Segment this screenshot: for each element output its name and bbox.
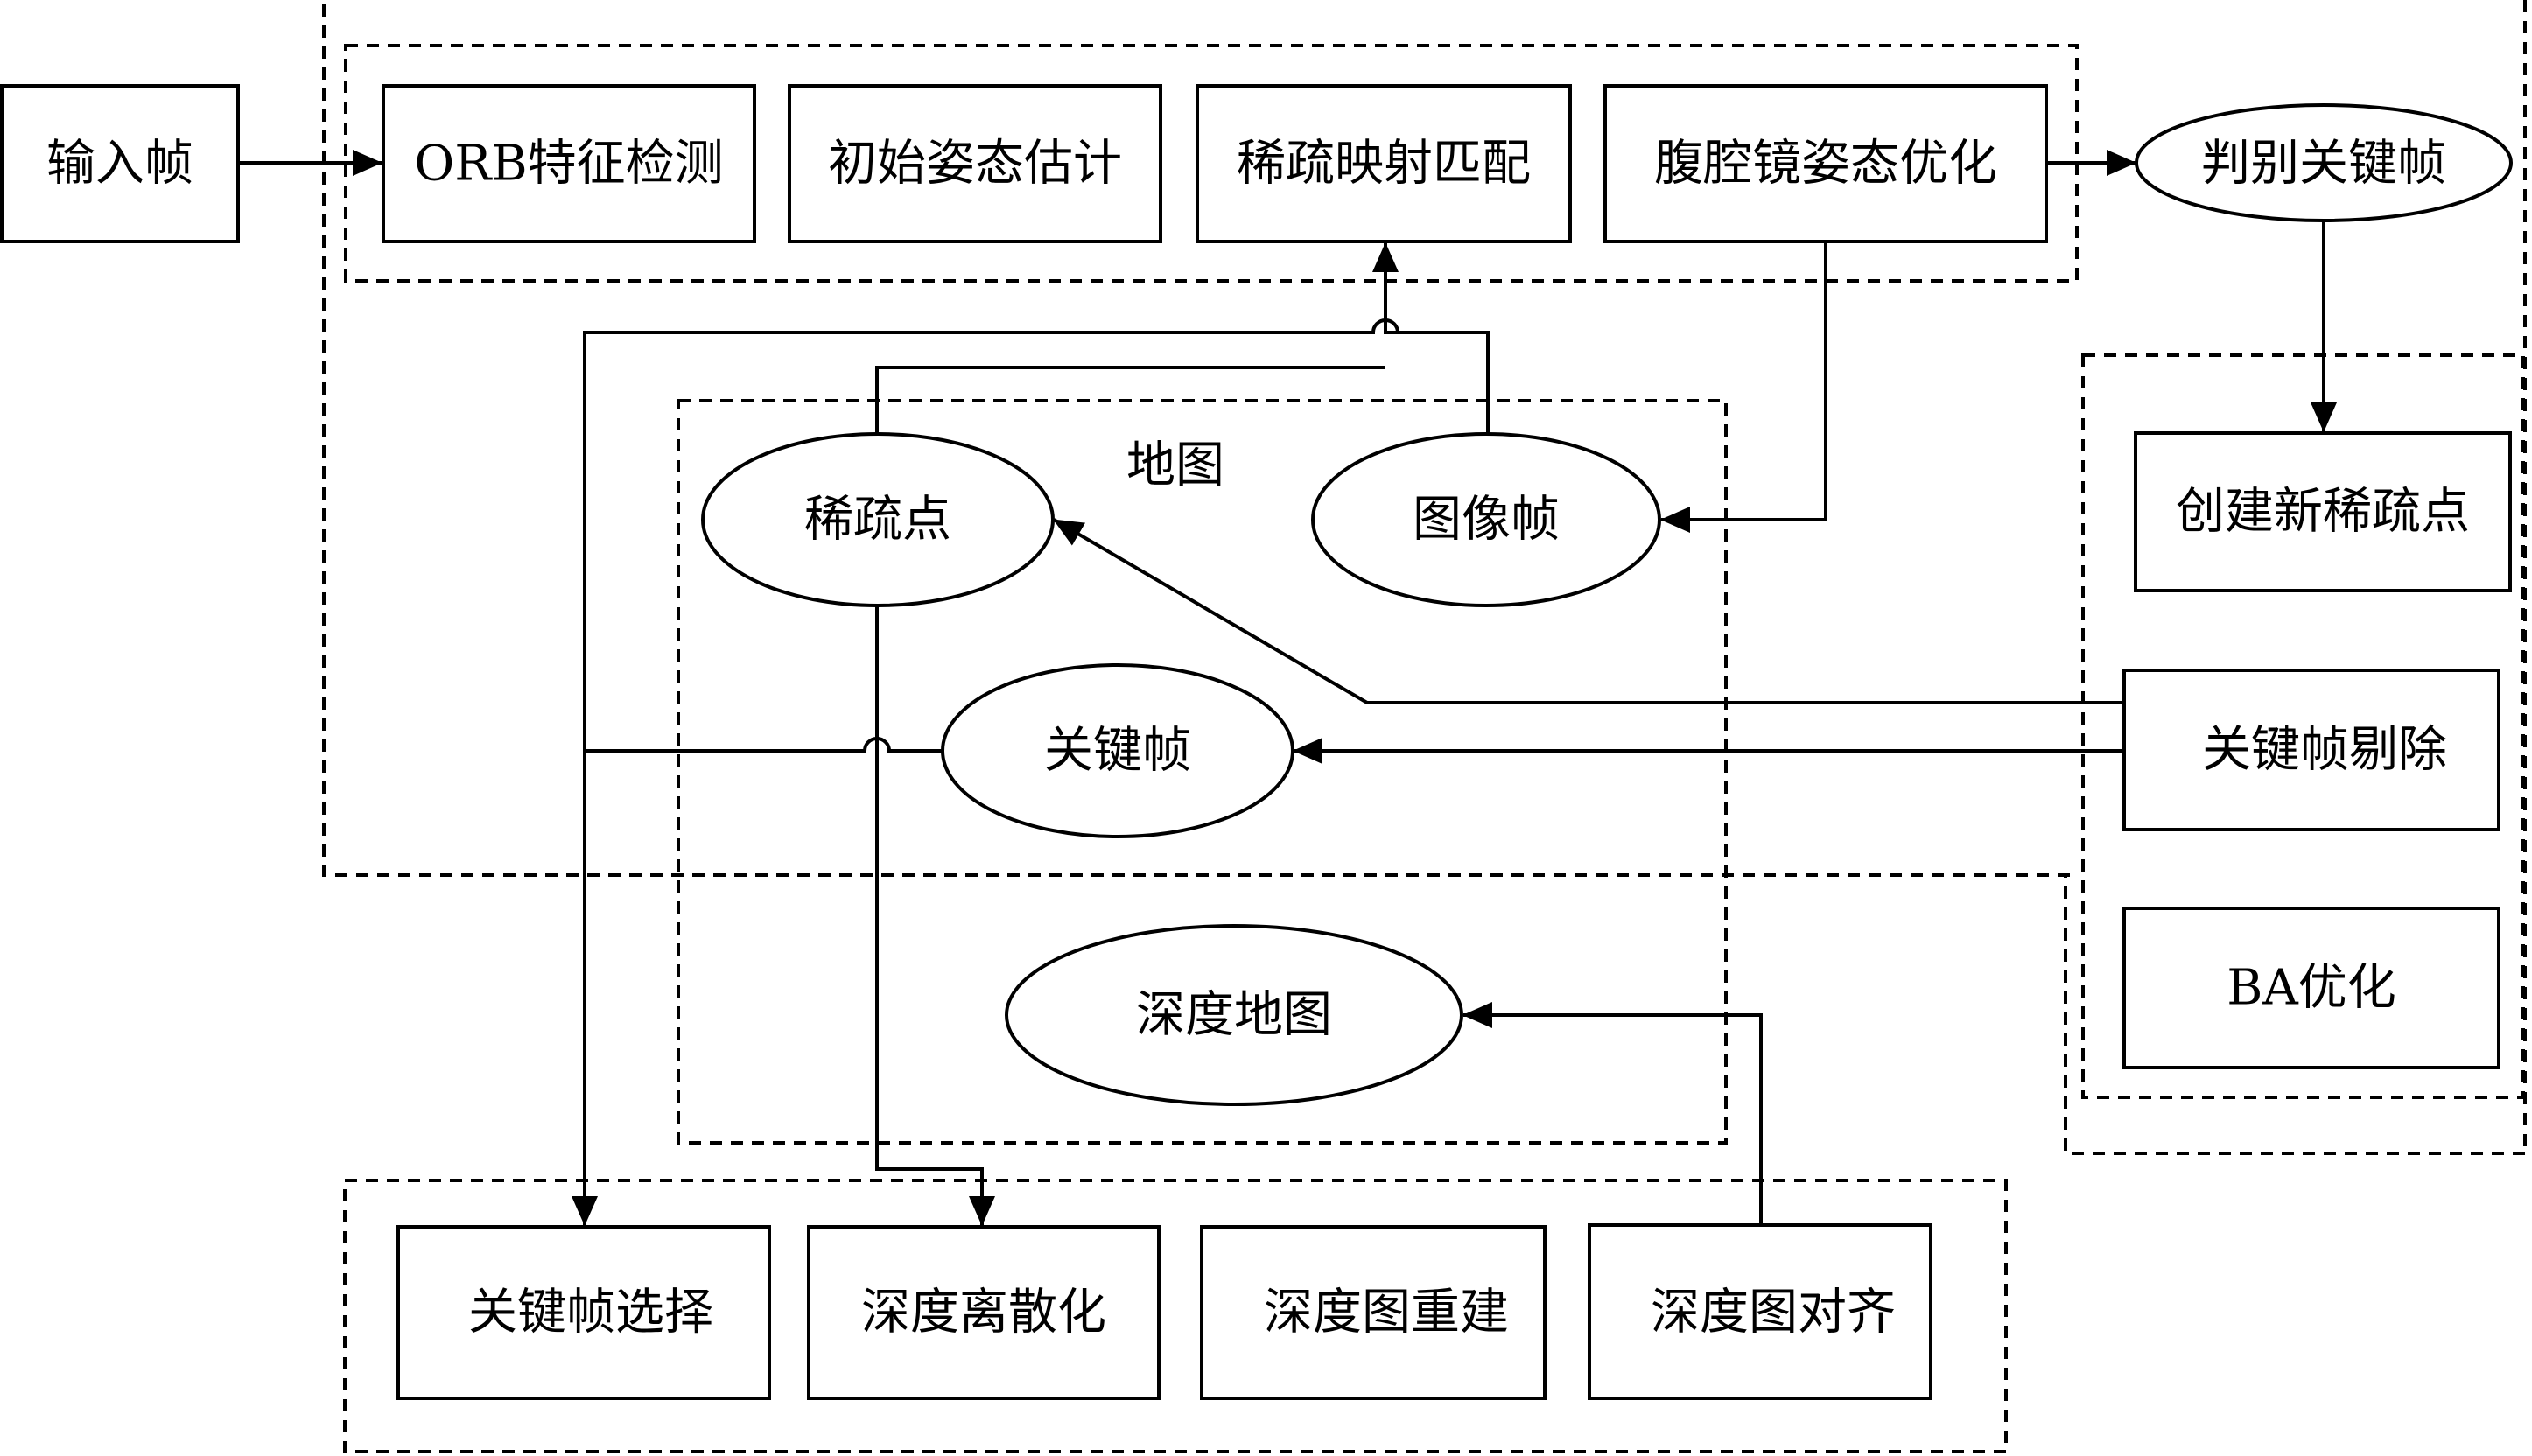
- node-image-frame-label: 图像帧: [1413, 492, 1560, 549]
- arrow-keyframe-to-selection: [572, 737, 943, 1226]
- node-laparoscope-pose-opt[interactable]: 腹腔镜姿态优化: [1603, 84, 2048, 243]
- tracking-outer-group: [322, 0, 2070, 877]
- node-ba-optimization[interactable]: BA优化: [2122, 906, 2500, 1069]
- node-depth-map-label: 深度地图: [1136, 987, 1332, 1044]
- map-group: [677, 399, 1728, 1144]
- keyframe-module-outer: [2064, 875, 2525, 1155]
- node-input-frame[interactable]: 输入帧: [0, 84, 240, 243]
- node-depth-discretization[interactable]: 深度离散化: [807, 1225, 1161, 1400]
- node-initial-pose[interactable]: 初始姿态估计: [788, 84, 1162, 243]
- node-orb-detection-label: ORB特征检测: [414, 136, 723, 192]
- arrow-alignment-to-depthmap: [1462, 1002, 1763, 1223]
- process-nodes: 输入帧 ORB特征检测 初始姿态估计 稀疏映射匹配 腹腔镜姿态优化 创建新稀疏点…: [0, 84, 2512, 1400]
- node-keyframe-label: 关键帧: [1044, 723, 1191, 780]
- dashed-groups: [322, 0, 2527, 1453]
- map-group-label: 地图: [1126, 438, 1224, 494]
- line-sparse-points-to-matching: [875, 366, 1385, 434]
- node-keyframe-decision-label: 判别关键帧: [2201, 136, 2446, 192]
- node-keyframe[interactable]: 关键帧: [941, 663, 1294, 838]
- node-initial-pose-label: 初始姿态估计: [828, 136, 1122, 192]
- node-keyframe-culling-label: 关键帧剔除: [2202, 722, 2447, 779]
- node-sparse-points-label: 稀疏点: [804, 492, 951, 549]
- arrow-image-frame-to-matching: [1372, 242, 1490, 434]
- arrow-culling-to-sparse: [1052, 518, 2122, 704]
- node-keyframe-decision[interactable]: 判别关键帧: [2135, 103, 2513, 222]
- node-sparse-matching[interactable]: 稀疏映射匹配: [1196, 84, 1572, 243]
- node-ba-optimization-label: BA优化: [2227, 960, 2396, 1017]
- node-keyframe-selection[interactable]: 关键帧选择: [396, 1225, 771, 1400]
- node-sparse-points[interactable]: 稀疏点: [701, 432, 1055, 607]
- node-sparse-matching-label: 稀疏映射匹配: [1237, 136, 1531, 192]
- node-depth-alignment[interactable]: 深度图对齐: [1588, 1223, 1932, 1400]
- node-create-sparse-points[interactable]: 创建新稀疏点: [2134, 431, 2512, 592]
- node-input-frame-label: 输入帧: [46, 136, 193, 192]
- node-depth-alignment-label: 深度图对齐: [1651, 1284, 1896, 1341]
- line-selection-top-branch: [583, 318, 1488, 751]
- arrow-pose-to-image-frame: [1660, 243, 1827, 533]
- data-nodes: 判别关键帧 稀疏点 图像帧 关键帧 深度地图: [701, 103, 2513, 1106]
- arrow-sparse-to-discretization: [875, 606, 995, 1226]
- node-depth-reconstruction-label: 深度图重建: [1264, 1284, 1509, 1341]
- node-laparoscope-pose-opt-label: 腹腔镜姿态优化: [1654, 136, 1997, 192]
- keyframe-module-group: [2081, 354, 2525, 1099]
- node-create-sparse-points-label: 创建新稀疏点: [2176, 484, 2470, 541]
- node-depth-discretization-label: 深度离散化: [861, 1284, 1106, 1341]
- depth-group: [343, 1179, 2008, 1453]
- node-keyframe-selection-label: 关键帧选择: [468, 1284, 713, 1341]
- connections: [238, 150, 2337, 1226]
- node-depth-reconstruction[interactable]: 深度图重建: [1200, 1225, 1547, 1400]
- node-keyframe-culling[interactable]: 关键帧剔除: [2122, 668, 2500, 831]
- node-image-frame[interactable]: 图像帧: [1311, 432, 1661, 607]
- node-orb-detection[interactable]: ORB特征检测: [382, 84, 756, 243]
- node-depth-map[interactable]: 深度地图: [1005, 924, 1463, 1106]
